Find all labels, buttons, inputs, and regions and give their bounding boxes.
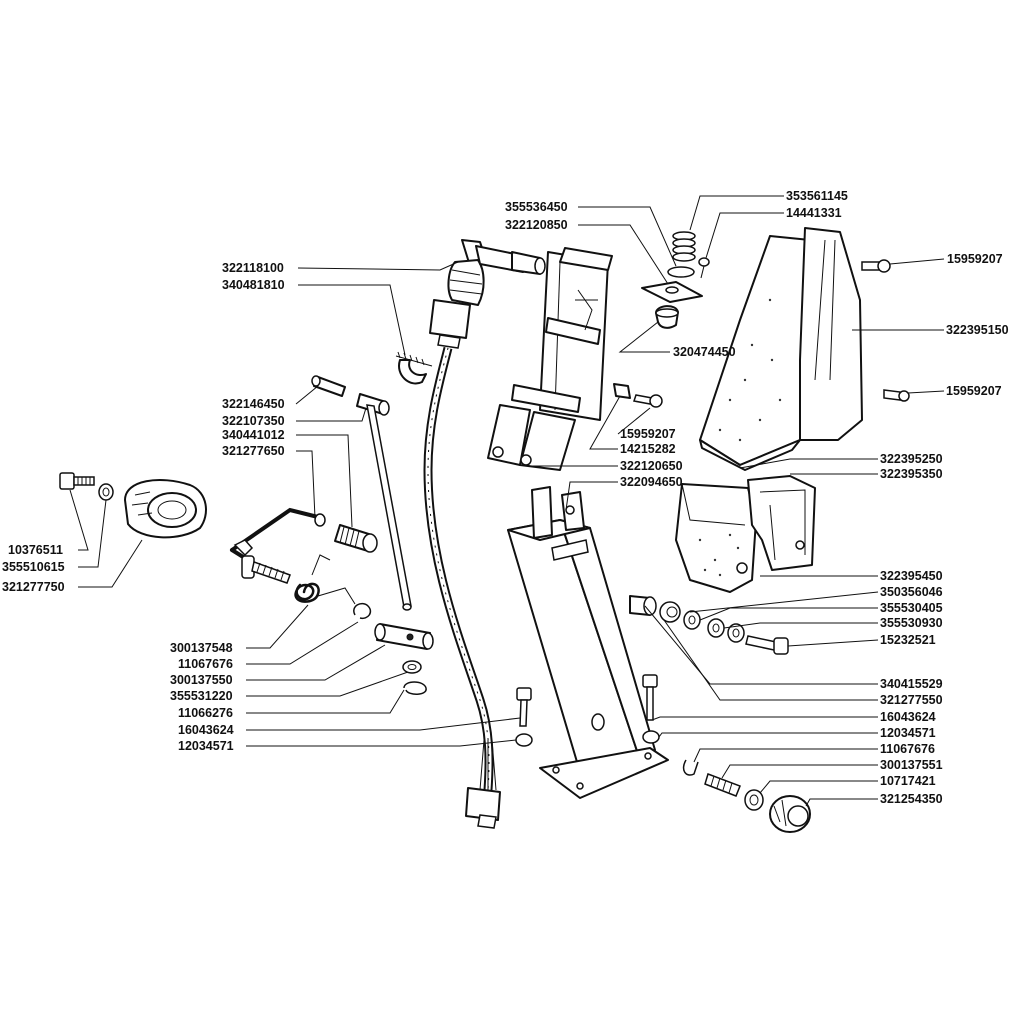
main-column-322094650 [507, 486, 669, 799]
rubber-cap-320474450 [655, 305, 679, 329]
washer-12034571-left [515, 733, 533, 747]
label-15959207-b: 15959207 [946, 384, 1002, 398]
spring-300137548 [241, 554, 356, 605]
bolt-15232521 [745, 635, 789, 655]
bracket-322395450 [747, 475, 816, 571]
rod-322107350 [356, 393, 412, 611]
label-340415529: 340415529 [880, 677, 943, 691]
spring-355536450 [667, 231, 696, 278]
washer-355530405 [683, 610, 701, 630]
label-355530930: 355530930 [880, 616, 943, 630]
leader-lines [69, 195, 945, 807]
label-10717421: 10717421 [880, 774, 936, 788]
clip-11067676-right [682, 759, 699, 776]
label-322094650: 322094650 [620, 475, 683, 489]
cover-322395350 [675, 483, 757, 593]
screw-14441331 [698, 257, 710, 279]
label-10376511: 10376511 [8, 543, 63, 557]
bushing-340415529 [629, 595, 657, 616]
label-321277650: 321277650 [222, 444, 285, 458]
label-300137550: 300137550 [170, 673, 233, 687]
bolt-300137551 [704, 773, 741, 797]
label-15959207-a: 15959207 [947, 252, 1003, 266]
label-320474450: 320474450 [673, 345, 736, 359]
label-350356046: 350356046 [880, 585, 943, 599]
label-11066276: 11066276 [178, 706, 233, 720]
label-14441331: 14441331 [786, 206, 842, 220]
knob-321254350 [769, 795, 811, 833]
spacer-350356046 [659, 601, 681, 623]
washer-355510615 [98, 483, 114, 501]
bolt-16043624-left [516, 687, 532, 727]
screw-15959207-middle [633, 394, 663, 408]
label-340441012: 340441012 [222, 428, 285, 442]
label-16043624-b: 16043624 [880, 710, 936, 724]
switch-assembly-322118100 [423, 239, 546, 829]
column-bracket-322120650 [487, 247, 613, 471]
label-322120850: 322120850 [505, 218, 568, 232]
cover-322395150 [699, 227, 863, 471]
label-16043624-a: 16043624 [178, 723, 234, 737]
label-322118100: 322118100 [222, 261, 284, 275]
label-322395350: 322395350 [880, 467, 943, 481]
circlip-11066276 [403, 681, 427, 695]
plate-322120850 [641, 281, 703, 303]
label-322120650: 322120650 [620, 459, 683, 473]
label-15232521: 15232521 [880, 633, 936, 647]
label-321254350: 321254350 [880, 792, 943, 806]
label-322107350: 322107350 [222, 414, 285, 428]
label-321277750: 321277750 [2, 580, 65, 594]
pin-300137550 [374, 623, 434, 650]
label-11067676-a: 11067676 [178, 657, 233, 671]
label-11067676-b: 11067676 [880, 742, 935, 756]
label-12034571-a: 12034571 [178, 739, 234, 753]
pin-322146450 [311, 375, 346, 397]
washer-12034571-right [642, 730, 660, 744]
label-300137551: 300137551 [880, 758, 943, 772]
label-300137548: 300137548 [170, 641, 233, 655]
label-355536450: 355536450 [505, 200, 568, 214]
clip-11067676-left [353, 602, 372, 620]
nut-10717421 [744, 789, 764, 811]
label-322395150: 322395150 [946, 323, 1009, 337]
label-15959207-c: 15959207 [620, 427, 676, 441]
bent-lever-321277650 [230, 507, 326, 562]
label-355510615: 355510615 [2, 560, 65, 574]
washer-355530930-b [727, 623, 745, 643]
washer-355531220 [402, 660, 422, 674]
part-labels: 353561145 355536450 14441331 322120850 1… [2, 189, 1009, 806]
nut-14215282 [613, 383, 631, 399]
bolt-10376511 [59, 472, 95, 490]
label-322395450: 322395450 [880, 569, 943, 583]
screw-15959207-top [861, 259, 891, 273]
label-340481810: 340481810 [222, 278, 285, 292]
label-14215282: 14215282 [620, 442, 676, 456]
knurled-knob-340441012 [334, 524, 378, 553]
cable-clamp-340481810 [395, 351, 433, 385]
screw-15959207-lower [883, 389, 910, 402]
label-353561145: 353561145 [786, 189, 848, 203]
label-355530405: 355530405 [880, 601, 943, 615]
label-322395250: 322395250 [880, 452, 943, 466]
grip-321277750 [124, 479, 207, 539]
washer-355530930 [707, 618, 725, 638]
label-355531220: 355531220 [170, 689, 233, 703]
label-321277550: 321277550 [880, 693, 943, 707]
label-322146450: 322146450 [222, 397, 285, 411]
label-12034571-b: 12034571 [880, 726, 936, 740]
